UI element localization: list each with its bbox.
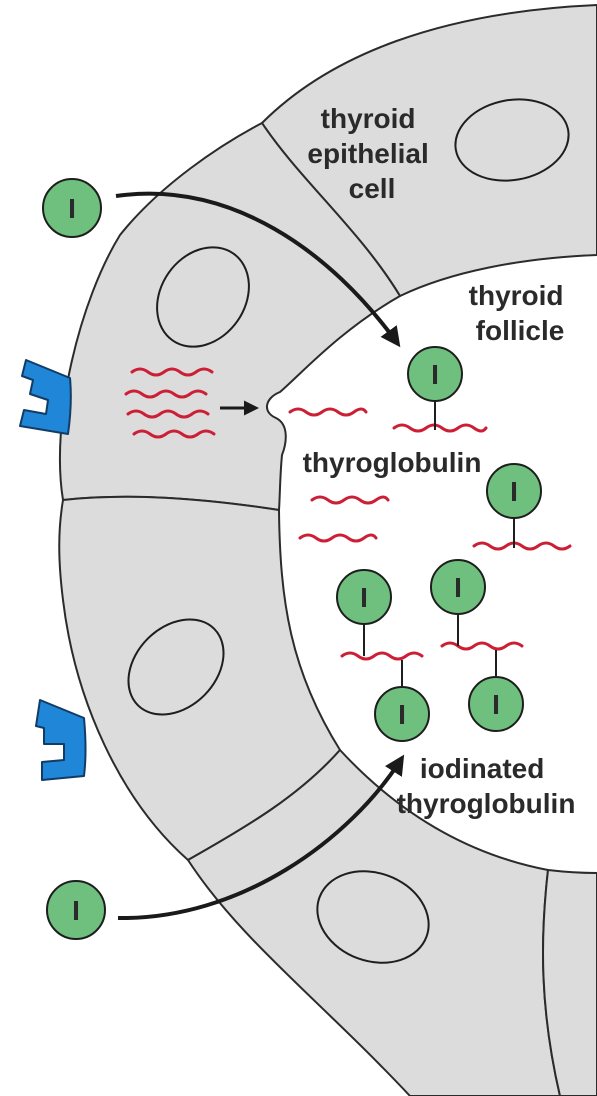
thyroglobulin-label: thyroglobulin — [303, 447, 482, 478]
follicle-label: thyroid follicle — [469, 280, 572, 346]
iodide-icon: I — [431, 560, 485, 614]
iodide-icon: I — [43, 179, 101, 237]
thyroglobulin-strand — [290, 409, 366, 415]
thyroglobulin-strand — [442, 643, 522, 649]
svg-text:I: I — [398, 699, 406, 730]
thyroglobulin-strand — [300, 535, 376, 541]
iodide-icon: I — [337, 570, 391, 624]
receptor-icon — [20, 360, 71, 434]
thyroglobulin-strand — [474, 543, 570, 549]
svg-text:I: I — [360, 582, 368, 613]
iodide-icon: I — [47, 881, 105, 939]
iodide-stalks — [364, 400, 514, 686]
svg-text:I: I — [510, 476, 518, 507]
iodide-icon: I — [375, 687, 429, 741]
iodide-icon: I — [408, 347, 462, 401]
svg-text:I: I — [454, 572, 462, 603]
iodinated-thyroglobulin-label: iodinated thyroglobulin — [397, 753, 576, 819]
iodide-icon: I — [469, 677, 523, 731]
svg-text:I: I — [68, 193, 76, 224]
thyroglobulin-strand — [312, 497, 388, 503]
iodide-icon: I — [487, 464, 541, 518]
thyroglobulin-strand — [394, 425, 486, 431]
svg-text:I: I — [492, 689, 500, 720]
thyroglobulin-strand — [342, 653, 422, 659]
svg-text:I: I — [72, 895, 80, 926]
receptor-icon — [36, 700, 86, 780]
svg-text:I: I — [431, 359, 439, 390]
